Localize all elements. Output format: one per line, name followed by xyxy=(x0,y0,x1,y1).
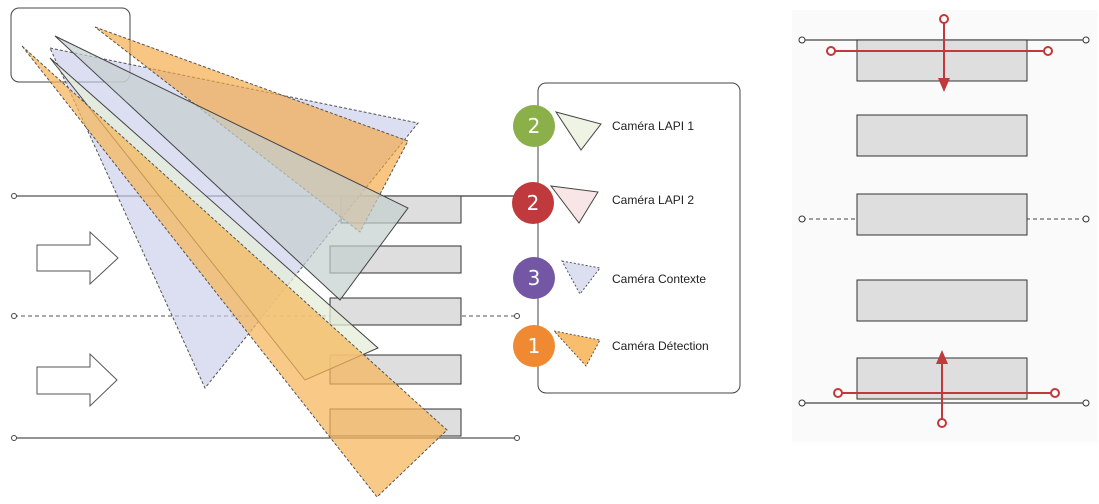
legend: 2 Caméra LAPI 1 2 Caméra LAPI 2 3 Caméra… xyxy=(461,82,741,394)
endpoint xyxy=(826,46,836,56)
vehicle-rect xyxy=(856,279,1028,322)
endpoint xyxy=(937,418,947,428)
endpoint xyxy=(1082,36,1090,44)
badge-number: 1 xyxy=(528,334,541,358)
badge-number: 3 xyxy=(528,266,541,290)
badge-number: 2 xyxy=(528,114,541,138)
badge xyxy=(513,257,555,299)
endpoint xyxy=(939,14,949,24)
legend-item-lapi1: 2 Caméra LAPI 1 xyxy=(513,105,694,151)
detection-camera-cone xyxy=(21,45,448,498)
endpoint xyxy=(798,36,806,44)
vehicle-rect xyxy=(856,114,1028,157)
legend-item-detection: 1 Caméra Détection xyxy=(513,325,709,367)
vehicle-rect xyxy=(856,193,1028,236)
arrow-down-icon xyxy=(938,78,950,92)
badge xyxy=(513,325,555,367)
vehicle-rect xyxy=(856,39,1028,82)
vehicle-rect xyxy=(329,297,462,326)
cone-icon xyxy=(554,111,602,151)
endpoint xyxy=(1043,46,1053,56)
legend-item-lapi2: 2 Caméra LAPI 2 xyxy=(512,182,694,224)
traffic-direction-arrow-2 xyxy=(36,352,118,408)
left-diagram xyxy=(10,7,540,498)
endpoint xyxy=(798,399,806,407)
road-edge-top-endpoint xyxy=(11,193,17,199)
arrow-up-icon xyxy=(936,350,948,364)
traffic-direction-arrow-1 xyxy=(36,230,119,286)
cone-icon xyxy=(549,185,599,224)
cone-icon xyxy=(561,260,601,295)
endpoint xyxy=(1082,215,1090,223)
lapi2-camera-cone xyxy=(54,35,409,301)
endpoint xyxy=(1082,399,1090,407)
road-edge-bottom-start xyxy=(11,435,17,441)
road-edge-bottom-end xyxy=(514,435,520,441)
legend-item-context: 3 Caméra Contexte xyxy=(513,257,706,299)
trigger-line-top xyxy=(826,14,1053,92)
badge xyxy=(512,182,554,224)
right-diagram xyxy=(792,10,1097,442)
lane-divider-end xyxy=(514,313,520,319)
legend-box xyxy=(537,82,741,394)
trigger-line-bottom xyxy=(833,350,1060,428)
legend-label: Caméra LAPI 2 xyxy=(612,193,694,207)
cone-icon xyxy=(552,330,601,367)
endpoint xyxy=(1050,388,1060,398)
legend-label: Caméra LAPI 1 xyxy=(612,119,694,133)
endpoint xyxy=(833,388,843,398)
badge xyxy=(513,105,555,147)
badge-number: 2 xyxy=(527,191,540,215)
legend-label: Caméra Contexte xyxy=(612,272,706,286)
lane-divider-start xyxy=(11,313,17,319)
legend-label: Caméra Détection xyxy=(612,339,709,353)
endpoint xyxy=(798,215,806,223)
